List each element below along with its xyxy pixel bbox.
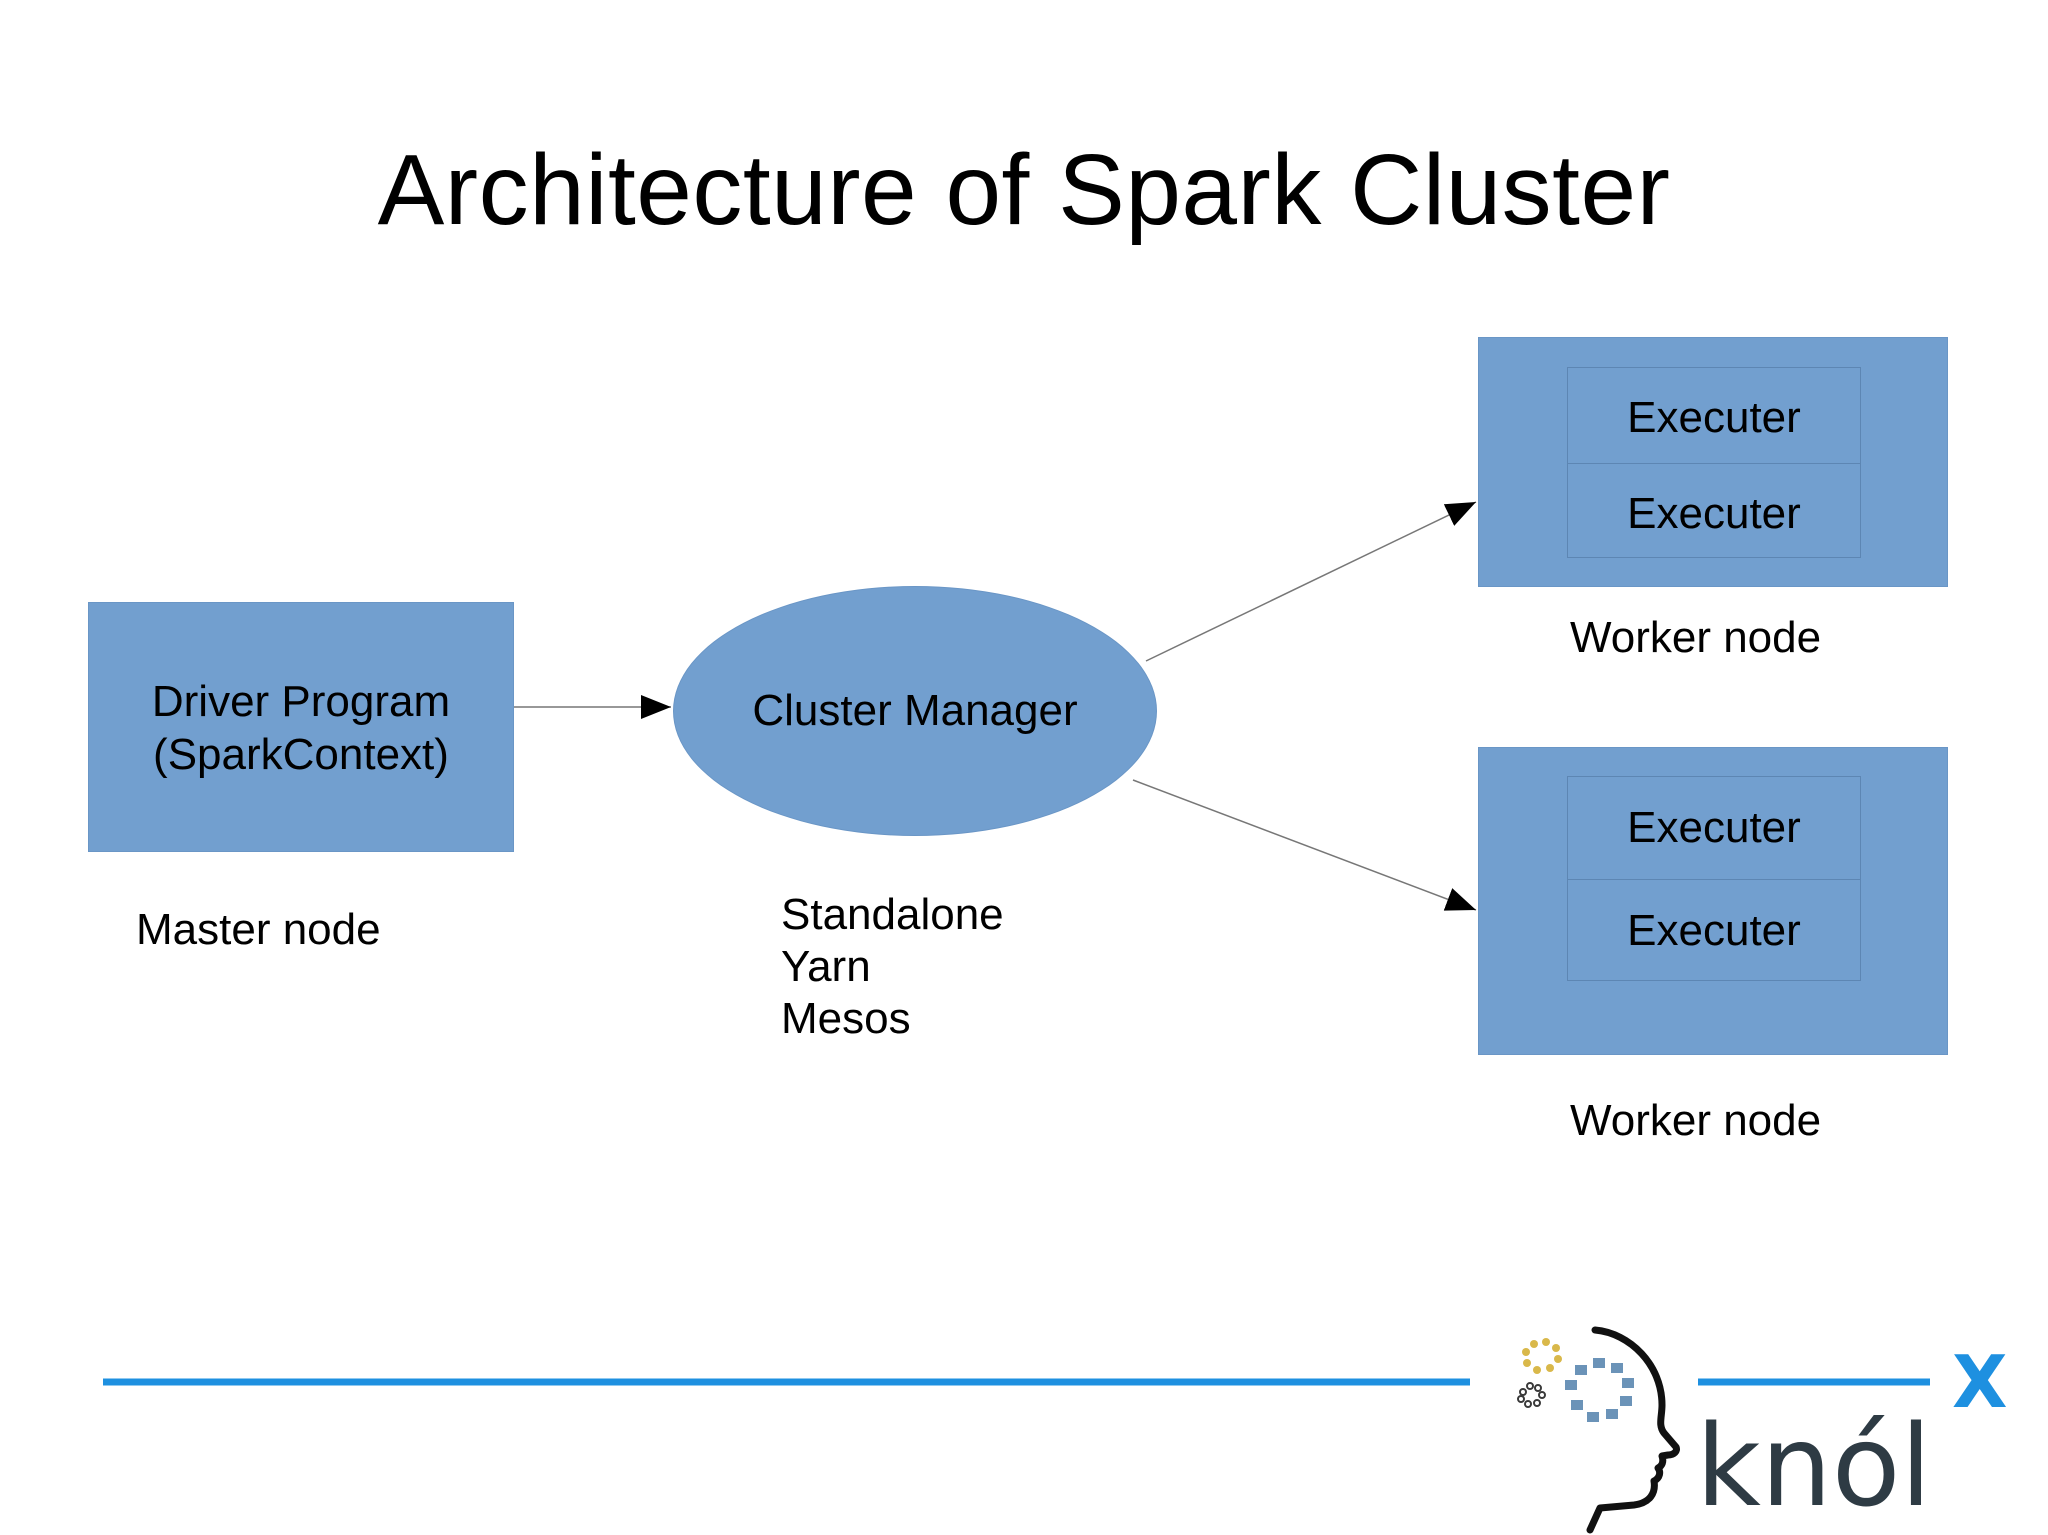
executor-2-1: Executer (1627, 803, 1801, 852)
logo-wordmark: knól (1696, 1402, 1931, 1532)
knolx-logo: knól X (1517, 1326, 2008, 1534)
cluster-manager-label: Cluster Manager (752, 686, 1078, 735)
driver-program-label: Driver Program (SparkContext) (89, 675, 513, 781)
driver-program-line2: (SparkContext) (153, 730, 449, 779)
driver-program-line1: Driver Program (151, 677, 451, 726)
arrow-manager-to-worker-2 (1132, 779, 1477, 911)
driver-program-box: Driver Program (SparkContext) (88, 602, 514, 852)
logo-superscript: X (1952, 1340, 2008, 1424)
cluster-type-mesos: Mesos (781, 994, 911, 1043)
cluster-manager-ellipse: Cluster Manager (673, 586, 1157, 836)
executor-stack-2: Executer Executer (1567, 776, 1861, 981)
gear-yellow-icon (1522, 1338, 1562, 1374)
head-profile-icon (1586, 1326, 1680, 1534)
slide-title: Architecture of Spark Cluster (377, 134, 1671, 246)
cluster-type-yarn: Yarn (781, 942, 871, 991)
cluster-manager-types: Standalone Yarn Mesos (781, 889, 1004, 1045)
worker-node-box-1: Executer Executer (1478, 337, 1948, 587)
cluster-type-standalone: Standalone (781, 890, 1004, 939)
worker-node-box-2: Executer Executer (1478, 747, 1948, 1055)
worker-node-label-2: Worker node (1570, 1096, 1822, 1145)
executor-stack-1: Executer Executer (1567, 367, 1861, 558)
executor-1-2: Executer (1568, 463, 1860, 558)
arrow-manager-to-worker-1 (1145, 501, 1477, 662)
worker-node-label-1: Worker node (1570, 613, 1822, 662)
executor-1-1: Executer (1627, 393, 1801, 442)
gear-blue-icon (1565, 1358, 1634, 1422)
gear-dark-icon (1517, 1382, 1546, 1408)
executor-2-2: Executer (1568, 879, 1860, 981)
master-node-label: Master node (136, 905, 381, 954)
